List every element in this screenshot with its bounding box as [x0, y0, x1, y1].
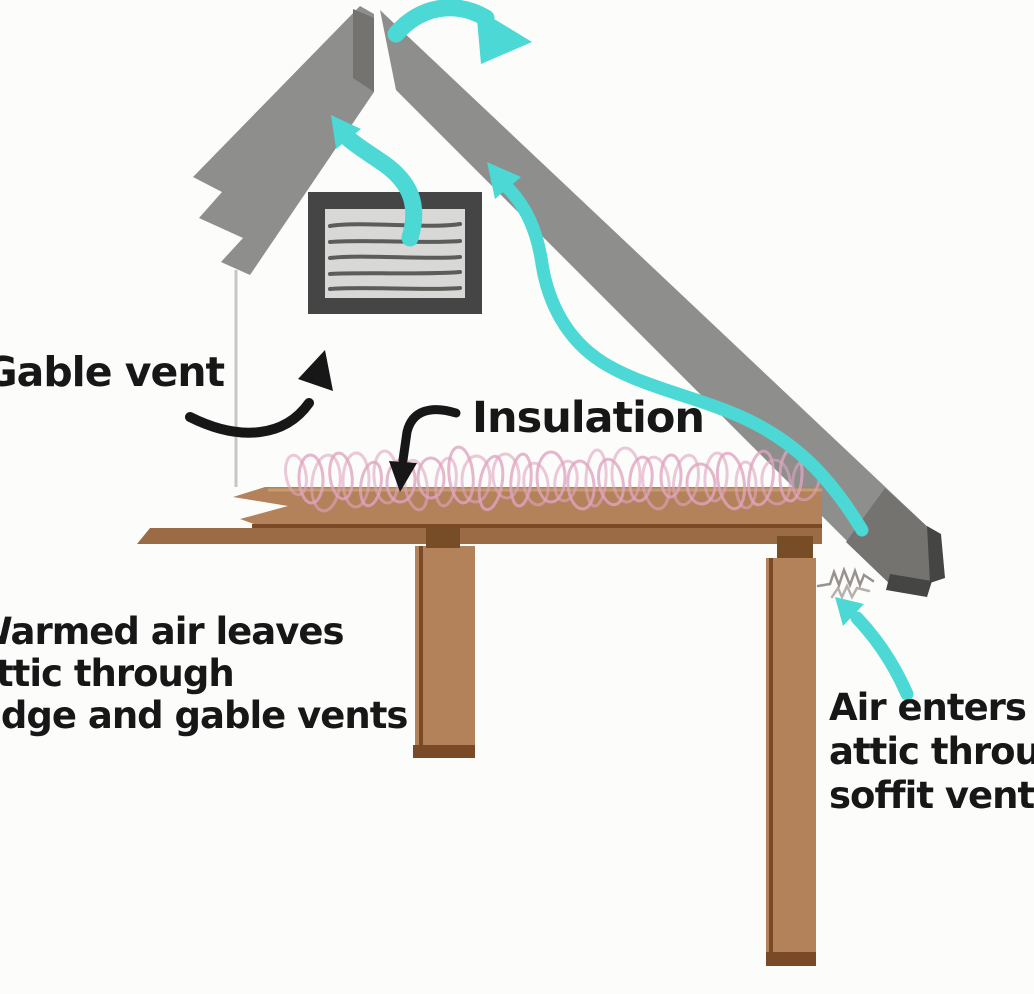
attic-airflow-arrowhead [487, 162, 521, 199]
gable-vent-opening [325, 209, 465, 298]
exterior-wall-bottom-edge [766, 952, 816, 966]
soffit-entry-airflow-arrow [850, 611, 914, 701]
air-enters-line-1: Air enters [829, 686, 1027, 729]
ridge-exhaust-airflow-arrow [387, 0, 495, 43]
exterior-wall-stud [766, 558, 816, 966]
interior-wall-top-plate [426, 528, 460, 548]
eave-fascia [846, 488, 941, 592]
ridge-end-face [353, 9, 374, 92]
soffit-vent [816, 566, 875, 601]
warmed-air-label: Warmed air leaves attic through ridge an… [0, 610, 408, 737]
gable-vent-louvers [328, 222, 462, 291]
gable-vent-callout-arrow [185, 350, 333, 438]
gable-vent-airflow-arrow [340, 130, 423, 247]
left-roof-slope [193, 6, 374, 275]
soffit-entry-airflow-arrowhead [835, 597, 864, 626]
insulation-callout-arrow [389, 405, 461, 492]
fascia-outer-edge [927, 526, 945, 583]
air-enters-line-3: soffit vents [829, 774, 1034, 817]
insulation-label: Insulation [472, 393, 705, 443]
ceiling-board [137, 528, 822, 544]
ridge-exhaust-airflow-arrowhead [476, 8, 532, 64]
exterior-wall-top-plate [777, 536, 813, 558]
gable-vent-airflow-arrowhead [331, 115, 361, 149]
air-enters-label: Air enters attic through soffit vents [829, 686, 1034, 818]
interior-wall-stud [415, 546, 475, 756]
attic-airflow-arrow [501, 181, 869, 537]
warmed-air-line-1: Warmed air leaves [0, 610, 344, 653]
air-enters-line-2: attic through [829, 730, 1034, 773]
gable-vent-label: Gable vent [0, 348, 225, 396]
warmed-air-line-3: ridge and gable vents [0, 694, 408, 737]
interior-wall-bottom-cap [413, 745, 475, 758]
warmed-air-line-2: attic through [0, 652, 235, 695]
insulation-coils [284, 445, 821, 513]
fascia-bottom-cap [886, 574, 932, 597]
